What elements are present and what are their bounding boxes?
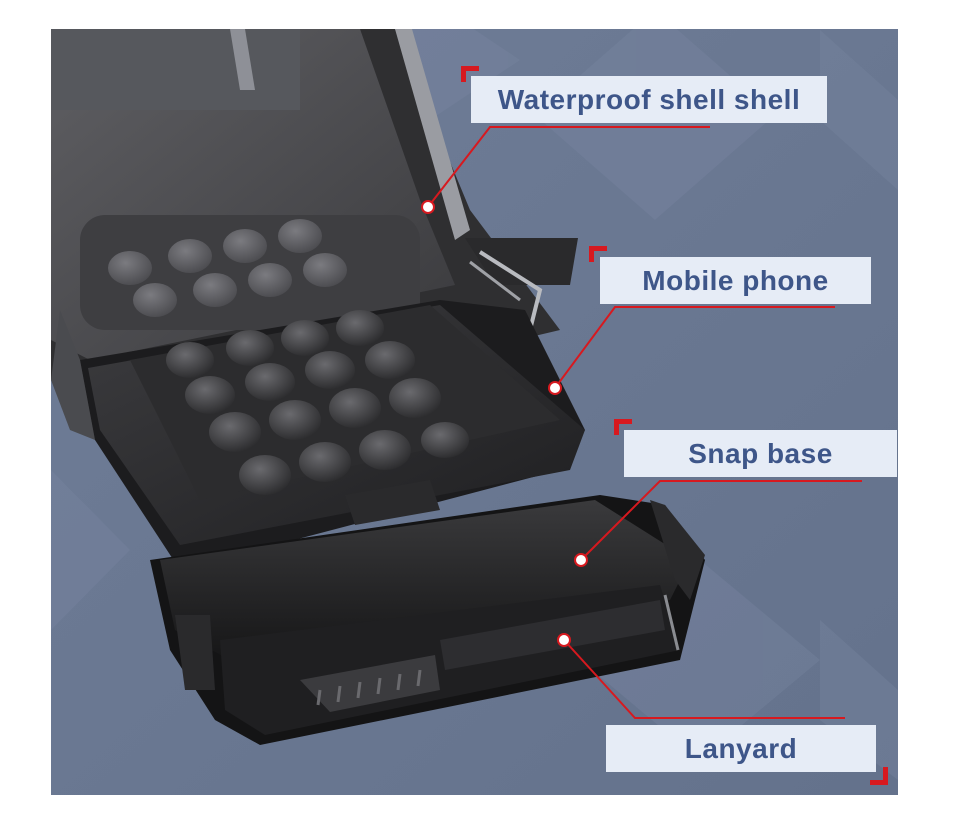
phone-tray	[51, 300, 585, 570]
waterproof-shell-label: Waterproof shell shell	[471, 76, 827, 123]
mobile-phone-label: Mobile phone	[600, 257, 871, 304]
callout-lines	[427, 126, 862, 719]
snap-base	[150, 495, 705, 745]
lanyard-label: Lanyard	[606, 725, 876, 772]
callout-dots	[421, 200, 588, 647]
corner-brackets	[461, 66, 888, 785]
snap-base-label: Snap base	[624, 430, 897, 477]
